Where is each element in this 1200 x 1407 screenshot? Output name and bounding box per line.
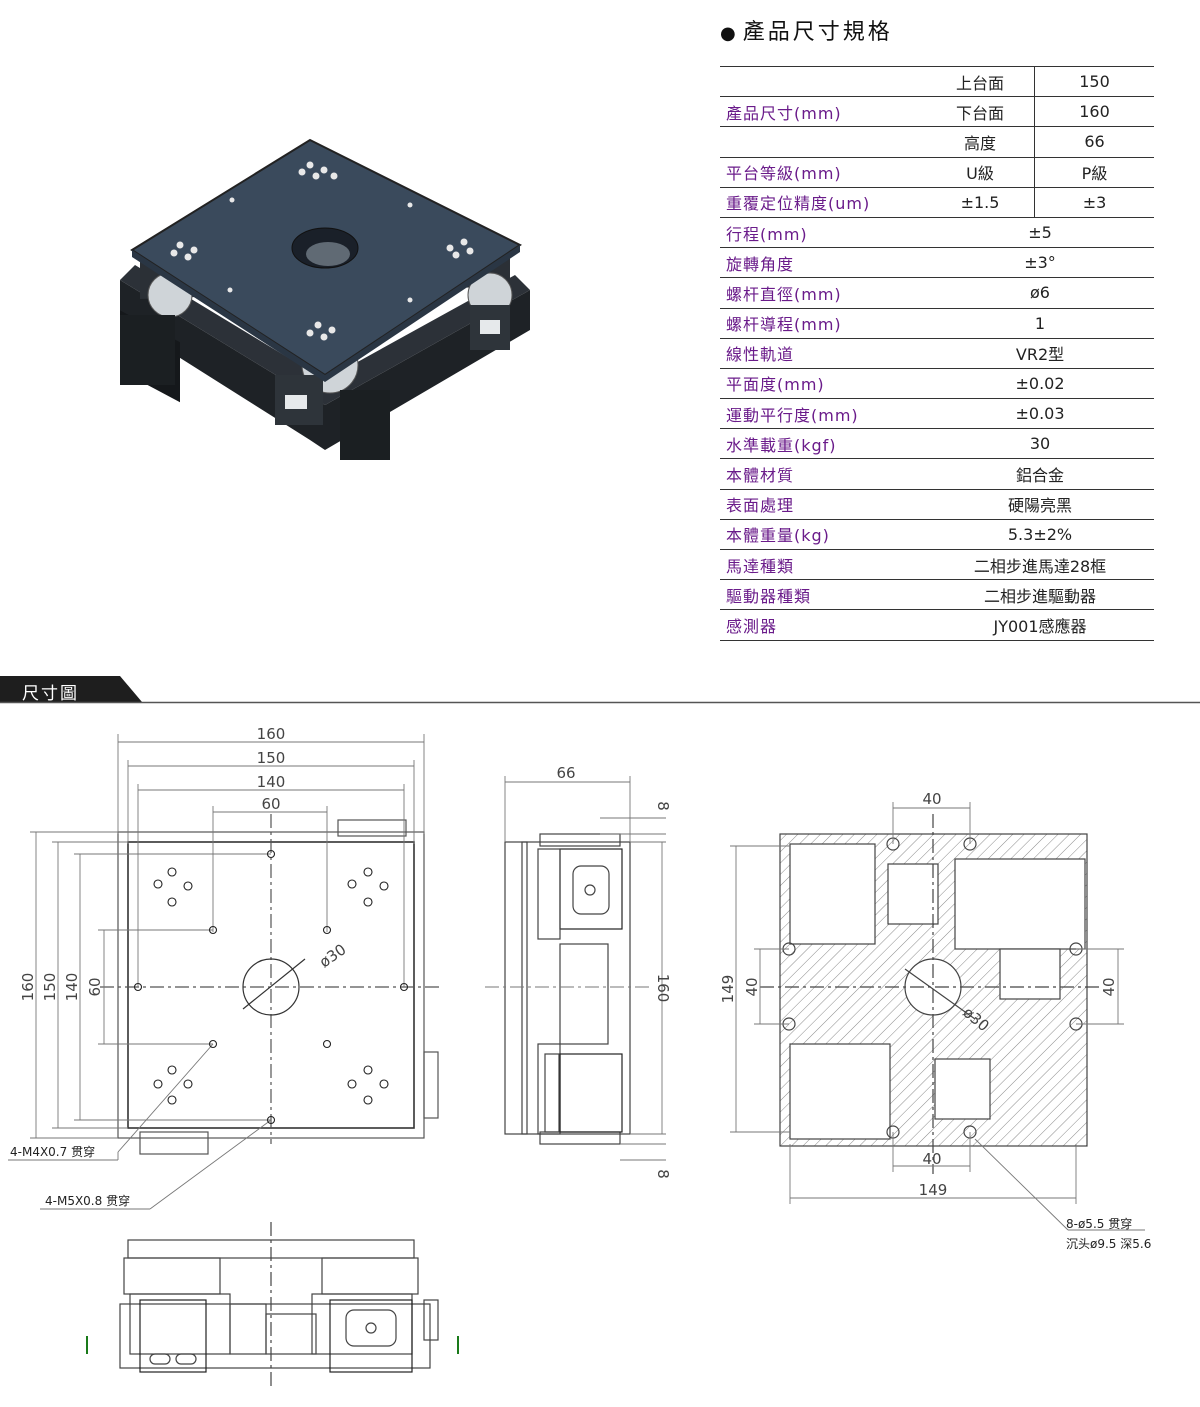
- bottom-dim-149-bottom: 149: [919, 1181, 948, 1199]
- spec-value-2: 66: [1034, 126, 1154, 158]
- spec-row: 平面度(mm)±0.02: [720, 368, 1154, 400]
- spec-value: 30: [926, 428, 1154, 460]
- spec-label: 平台等級(mm): [720, 157, 926, 188]
- spec-row: 螺杆導程(mm)1: [720, 308, 1154, 339]
- spec-value: 硬陽亮黑: [926, 489, 1154, 520]
- spec-value: JY001感應器: [926, 609, 1154, 641]
- note-holes-1: 8-ø5.5 贯穿: [1066, 1216, 1132, 1231]
- spec-label: 產品尺寸(mm): [720, 96, 926, 128]
- side-view: [485, 776, 666, 1161]
- top-dim-60: 60: [261, 795, 280, 813]
- spec-label: 表面處理: [720, 489, 926, 520]
- spec-value: 二相步進驅動器: [926, 579, 1154, 611]
- spec-row: 水準載重(kgf)30: [720, 428, 1154, 460]
- spec-value-2: ±3: [1034, 187, 1154, 218]
- spec-label: 本體重量(kg): [720, 519, 926, 551]
- spec-row: 馬達種類二相步進馬達28框: [720, 549, 1154, 581]
- spec-value-1: 下台面: [926, 96, 1035, 128]
- spec-row: 旋轉角度±3°: [720, 247, 1154, 279]
- product-render-image: [120, 138, 530, 460]
- top-dim-v150: 150: [41, 973, 59, 1002]
- spec-value-1: U級: [926, 157, 1035, 188]
- bottom-dim-40-left: 40: [743, 977, 761, 996]
- spec-value: 5.3±2%: [926, 519, 1154, 551]
- top-dim-v60: 60: [86, 977, 104, 996]
- top-bore-label: ø30: [316, 940, 349, 971]
- spec-value: ø6: [926, 277, 1154, 309]
- section-title: 尺寸圖: [22, 684, 79, 704]
- spec-row: 本體重量(kg)5.3±2%: [720, 519, 1154, 551]
- spec-label: 馬達種類: [720, 549, 926, 581]
- bottom-dim-40-right: 40: [1100, 977, 1118, 996]
- spec-row: 表面處理硬陽亮黑: [720, 489, 1154, 520]
- side-dim-160: 160: [654, 974, 672, 1003]
- side-dim-8-top: 8: [654, 801, 672, 811]
- spec-row: 本體材質鋁合金: [720, 458, 1154, 490]
- section-bar: [0, 676, 1200, 704]
- top-dim-v140: 140: [63, 973, 81, 1002]
- spec-row: 螺杆直徑(mm)ø6: [720, 277, 1154, 309]
- top-dim-160: 160: [257, 725, 286, 743]
- spec-label: 水準載重(kgf): [720, 428, 926, 460]
- spec-label: 行程(mm): [720, 217, 926, 249]
- spec-value-2: 160: [1034, 96, 1154, 128]
- spec-value-1: 高度: [926, 126, 1035, 158]
- note-holes-2: 沉头ø9.5 深5.6: [1066, 1237, 1151, 1251]
- spec-label: 平面度(mm): [720, 368, 926, 400]
- spec-label: 螺杆導程(mm): [720, 308, 926, 339]
- spec-value: 1: [926, 308, 1154, 339]
- spec-label: [720, 126, 926, 158]
- spec-value: 二相步進馬達28框: [926, 549, 1154, 581]
- spec-label: 本體材質: [720, 458, 926, 490]
- spec-value-2: P級: [1034, 157, 1154, 188]
- spec-heading-text: 產品尺寸規格: [742, 20, 893, 45]
- spec-value-1: ±1.5: [926, 187, 1035, 218]
- spec-label: 驅動器種類: [720, 579, 926, 611]
- bottom-dim-149-left: 149: [719, 975, 737, 1004]
- note-m4: 4-M4X0.7 贯穿: [10, 1144, 95, 1159]
- spec-value: ±3°: [926, 247, 1154, 279]
- spec-label: 感測器: [720, 609, 926, 641]
- spec-label: 運動平行度(mm): [720, 398, 926, 430]
- spec-label: 重覆定位精度(um): [720, 187, 926, 218]
- spec-row: 重覆定位精度(um)±1.5±3: [720, 187, 1154, 218]
- spec-row: 驅動器種類二相步進驅動器: [720, 579, 1154, 611]
- top-view: [8, 734, 440, 1210]
- bullet-icon: ●: [720, 23, 739, 44]
- top-dim-140: 140: [257, 773, 286, 791]
- bottom-dim-40-top: 40: [922, 790, 941, 808]
- spec-value: VR2型: [926, 338, 1154, 369]
- spec-value-1: 上台面: [926, 65, 1035, 98]
- spec-value: ±0.03: [926, 398, 1154, 430]
- front-view: [86, 1222, 459, 1389]
- spec-label: 旋轉角度: [720, 247, 926, 279]
- bottom-view: [730, 802, 1145, 1231]
- spec-label: 線性軌道: [720, 338, 926, 369]
- spec-row: 行程(mm)±5: [720, 217, 1154, 249]
- spec-label: [720, 65, 926, 98]
- note-m5: 4-M5X0.8 贯穿: [45, 1193, 130, 1208]
- spec-value: 鋁合金: [926, 458, 1154, 490]
- top-dim-v160: 160: [19, 973, 37, 1002]
- spec-row: 運動平行度(mm)±0.03: [720, 398, 1154, 430]
- spec-label: 螺杆直徑(mm): [720, 277, 926, 309]
- spec-value: ±5: [926, 217, 1154, 249]
- side-dim-8-bottom: 8: [654, 1169, 672, 1179]
- spec-value: ±0.02: [926, 368, 1154, 400]
- spec-value-2: 150: [1034, 65, 1154, 98]
- spec-heading: ●產品尺寸規格: [720, 14, 893, 46]
- bottom-dim-40-bottom: 40: [922, 1150, 941, 1168]
- side-dim-66: 66: [556, 764, 575, 782]
- dimension-drawing: 160 150 140 60 160 150 140 60 ø30 4-M4X0…: [8, 725, 1151, 1389]
- top-dim-150: 150: [257, 749, 286, 767]
